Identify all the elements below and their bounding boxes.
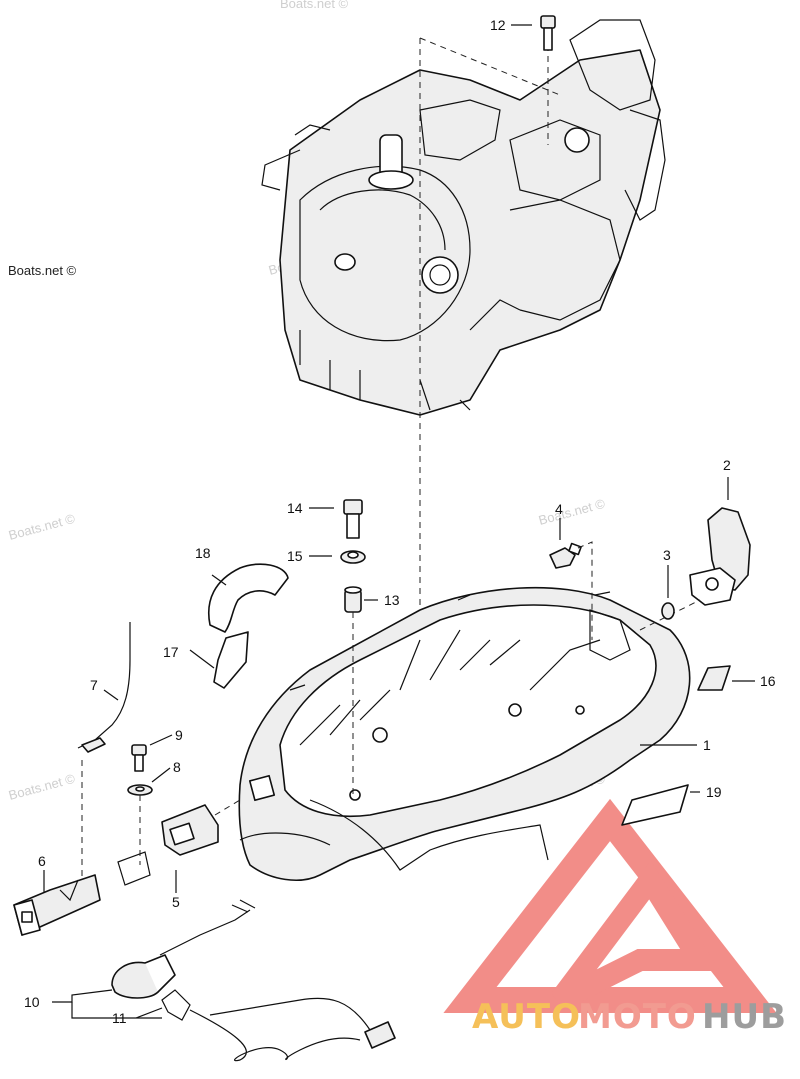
bolt-4 <box>549 541 593 640</box>
lanyard-11 <box>161 989 396 1062</box>
wire-7 <box>77 622 131 753</box>
brand-text-moto: MOTO <box>578 997 697 1037</box>
bracket-small <box>117 851 151 886</box>
callout-14: 14 <box>287 500 303 516</box>
callout-12: 12 <box>490 17 506 33</box>
bracket-2 <box>689 507 751 606</box>
callout-8: 8 <box>173 759 181 775</box>
pad-18 <box>208 563 289 633</box>
watermark-main: Boats.net © <box>8 263 77 278</box>
callout-1: 1 <box>703 737 711 753</box>
washer-8 <box>127 784 153 796</box>
callout-18: 18 <box>195 545 211 561</box>
screw-9 <box>131 744 147 772</box>
grommet-3 <box>639 599 701 631</box>
brand-logo: AUTO MOTO HUB <box>443 798 787 1037</box>
callout-7: 7 <box>90 677 98 693</box>
label-16 <box>697 665 731 691</box>
collar-13 <box>344 586 362 613</box>
watermark-faint-2: Boats.net © <box>537 496 607 528</box>
watermark-faint-6: Boats.net © <box>280 0 349 11</box>
callout-6: 6 <box>38 853 46 869</box>
centre-line-upper <box>419 37 561 96</box>
callout-16: 16 <box>760 673 776 689</box>
watermark-faint-3: Boats.net © <box>7 771 77 803</box>
bolt-12 <box>540 15 556 51</box>
pad-17 <box>213 631 249 689</box>
lower-cowl <box>238 586 691 881</box>
callout-19: 19 <box>706 784 722 800</box>
engine-block <box>261 19 666 416</box>
callout-5: 5 <box>172 894 180 910</box>
washer-15 <box>340 550 366 564</box>
bolt-14 <box>343 499 363 539</box>
callout-10: 10 <box>24 994 40 1010</box>
callout-13: 13 <box>384 592 400 608</box>
brand-text-auto: AUTO <box>472 997 581 1037</box>
callout-17: 17 <box>163 644 179 660</box>
callout-2: 2 <box>723 457 731 473</box>
callout-15: 15 <box>287 548 303 564</box>
leaders <box>43 24 755 1019</box>
callout-11: 11 <box>112 1010 127 1026</box>
label-19 <box>621 784 689 826</box>
callout-9: 9 <box>175 727 183 743</box>
callout-3: 3 <box>663 547 671 563</box>
grommet-5 <box>161 799 241 856</box>
switch-10 <box>111 899 256 999</box>
brand-text-hub: HUB <box>702 997 787 1037</box>
watermark-faint-1: Boats.net © <box>7 511 77 543</box>
callout-4: 4 <box>555 501 563 517</box>
switch-6 <box>13 874 101 936</box>
